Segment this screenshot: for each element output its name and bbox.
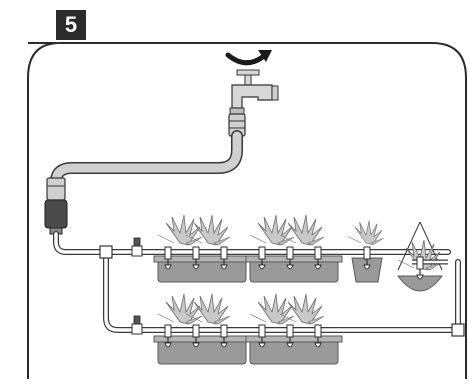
step-number-badge: 5 <box>56 10 86 40</box>
faucet-icon <box>229 69 279 115</box>
garden-hose <box>50 130 243 188</box>
shutoff-valve-icon <box>131 237 143 257</box>
diagram-frame <box>27 42 467 379</box>
planter-icon <box>348 220 384 283</box>
drip-tube-main <box>53 231 461 333</box>
rotate-arrow-icon <box>225 50 272 66</box>
end-plug <box>451 323 465 337</box>
tee-connector <box>99 245 113 259</box>
pressure-reducer-icon <box>44 177 68 235</box>
shutoff-valve-icon <box>131 315 143 335</box>
